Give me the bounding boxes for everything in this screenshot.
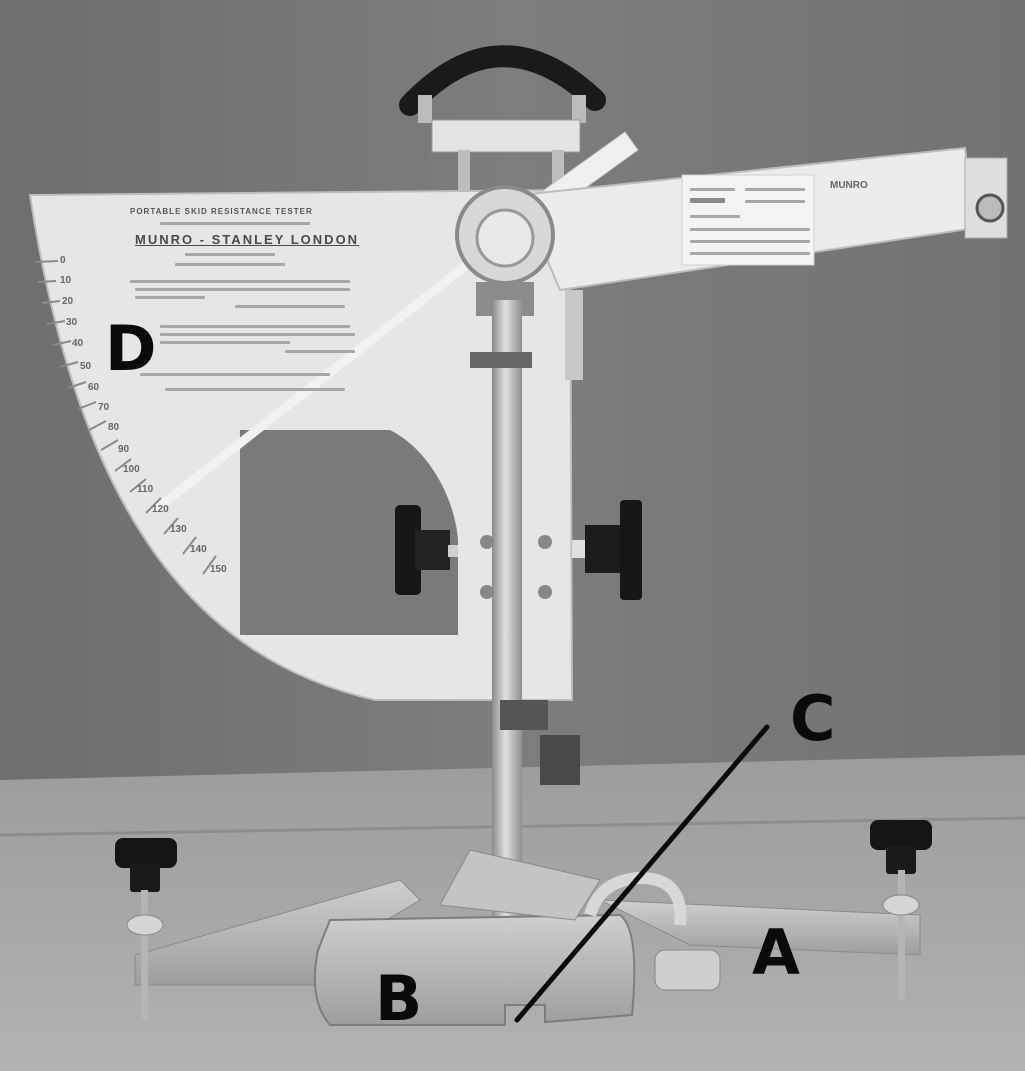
scale-value: 130 <box>170 524 187 535</box>
scale-value: 110 <box>137 484 154 495</box>
scale-value: 150 <box>210 564 227 575</box>
pointer-needle <box>152 231 508 514</box>
scale-value: 70 <box>98 402 110 413</box>
scale-value: 60 <box>88 382 100 393</box>
scale-value: 20 <box>62 296 74 307</box>
handle-bracket <box>431 119 581 153</box>
vertical-column <box>492 300 522 920</box>
scale-value: 40 <box>72 338 84 349</box>
slider-head-housing <box>313 913 636 1026</box>
label-c: C <box>790 682 836 755</box>
scale-value: 10 <box>60 275 72 286</box>
right-leveling-screw <box>870 820 932 1000</box>
scale-value: 140 <box>190 544 207 555</box>
carry-handle <box>399 45 606 116</box>
right-locking-knob <box>572 500 642 600</box>
scale-value: 30 <box>66 317 78 328</box>
scale-value: 120 <box>152 504 169 515</box>
left-locking-knob <box>395 505 458 595</box>
scale-value: 100 <box>123 464 140 475</box>
scale-value: 80 <box>108 422 120 433</box>
plate-maker: MUNRO - STANLEY LONDON <box>135 232 360 247</box>
scale-value: 90 <box>118 444 130 455</box>
left-leveling-screw <box>115 838 177 1020</box>
scale-ticks <box>34 260 217 575</box>
scale-value: 50 <box>80 361 92 372</box>
label-a: A <box>752 916 800 989</box>
tension-adjuster <box>654 949 721 991</box>
arm-brand: MUNRO <box>830 180 868 191</box>
label-c-leader-line <box>514 724 770 1023</box>
plate-title: PORTABLE SKID RESISTANCE TESTER <box>130 207 313 216</box>
scale-value: 0 <box>60 255 66 266</box>
label-b: B <box>375 962 423 1035</box>
label-d: D <box>105 312 157 385</box>
